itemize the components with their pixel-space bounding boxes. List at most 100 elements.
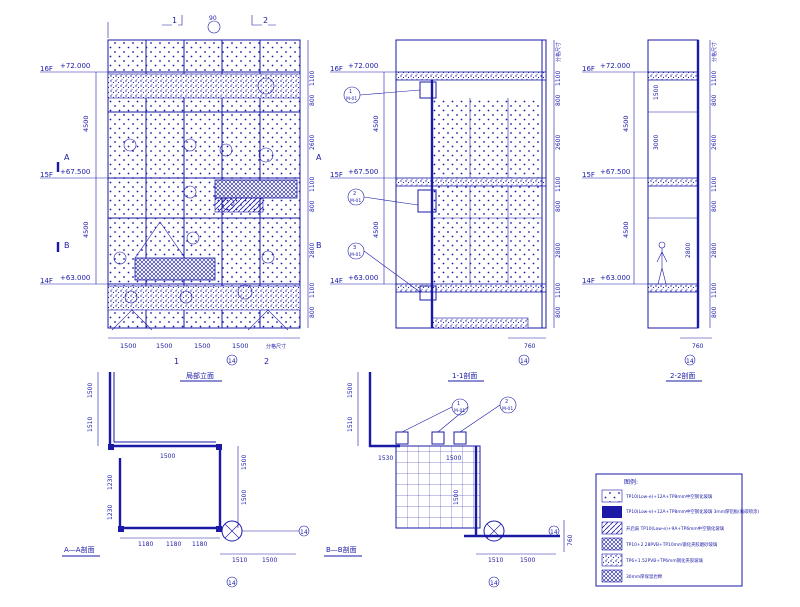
legend-swatch-insulation	[601, 569, 623, 583]
svg-text:1500: 1500	[520, 557, 535, 564]
svg-text:14F: 14F	[582, 277, 595, 285]
svg-text:14: 14	[228, 580, 236, 587]
plan-b-b-view: 1 M-01 2 M-01 1500 1510 1530 1500 1500 1…	[324, 372, 574, 588]
spandrel-band-14f	[107, 285, 301, 311]
svg-text:1510: 1510	[232, 557, 247, 564]
svg-text:1230: 1230	[107, 505, 114, 520]
svg-text:1100: 1100	[711, 71, 718, 86]
level-15f: 15F	[40, 171, 53, 179]
legend-swatch-spandrel	[601, 553, 623, 567]
svg-text:14: 14	[300, 529, 308, 536]
svg-text:15F: 15F	[582, 171, 595, 179]
svg-text:M-01: M-01	[350, 252, 361, 258]
section-2-2-levels: 16F +72.000 15F +67.500 14F +63.000	[582, 62, 630, 285]
axis-label-1: 1	[172, 16, 177, 25]
svg-text:1500: 1500	[160, 453, 175, 460]
svg-text:M-01: M-01	[502, 406, 513, 412]
svg-text:14: 14	[686, 358, 694, 365]
plan-b-b-title: B—B剖面	[326, 545, 357, 554]
legend-item-1: TP10(Low-e)+12A+TP8mm中空钢化玻璃	[625, 493, 713, 500]
svg-text:1510: 1510	[347, 417, 354, 432]
plan-b-grid-floor	[395, 445, 481, 529]
svg-text:M-01: M-01	[346, 96, 357, 102]
legend-title: 图例:	[624, 478, 638, 486]
legend-item-6: 30mm厚保温岩棉	[626, 573, 663, 580]
elevation-right-dims: 1100 800 2600 1100 800 2800 1100 800	[309, 71, 316, 318]
svg-text:800: 800	[555, 200, 562, 212]
svg-text:14F: 14F	[330, 277, 343, 285]
laminated-panel-lower	[134, 257, 216, 281]
svg-text:14: 14	[550, 529, 558, 536]
svg-text:1500: 1500	[653, 85, 660, 100]
section-mark-b-left: B	[64, 241, 70, 250]
section-mark-a-right: A	[316, 153, 322, 162]
svg-text:4500: 4500	[372, 115, 380, 132]
legend-swatch-vent	[601, 521, 623, 535]
elevation-title: 局部立面	[186, 371, 214, 380]
svg-text:2: 2	[505, 399, 508, 405]
svg-text:800: 800	[555, 94, 562, 106]
svg-text:2: 2	[353, 191, 356, 197]
dim-left-lower: 4500	[82, 221, 90, 238]
slab-16f	[395, 71, 547, 81]
section-mark-a-left: A	[64, 153, 70, 162]
legend-swatch-laminated	[601, 537, 623, 551]
section-2-2-right-dims: 1100 800 2600 1100 800 2800 1100 800 分格尺…	[711, 42, 718, 318]
legend-item-3: 开启扇 TP10(Low-e)+9A+TP6mm中空钢化玻璃	[626, 525, 725, 532]
svg-text:800: 800	[711, 94, 718, 106]
level-14f: 14F	[40, 277, 53, 285]
elevation-callouts	[113, 77, 275, 304]
svg-text:+67.500: +67.500	[600, 168, 630, 176]
svg-text:+63.000: +63.000	[348, 274, 378, 282]
scale-figure-icon	[656, 241, 668, 285]
level-16f-elev: +72.000	[60, 62, 90, 70]
axis-north-icon	[207, 20, 221, 34]
svg-text:1100: 1100	[711, 177, 718, 192]
svg-text:+63.000: +63.000	[600, 274, 630, 282]
elevation-axis-bottom: 14	[228, 358, 236, 365]
svg-text:2800: 2800	[711, 243, 718, 258]
section-2-2-view: 16F +72.000 15F +67.500 14F +63.000 4500…	[582, 39, 718, 382]
svg-text:1: 1	[457, 401, 460, 407]
svg-text:分格尺寸: 分格尺寸	[555, 42, 562, 62]
svg-text:3: 3	[353, 245, 356, 251]
svg-text:1500: 1500	[241, 455, 248, 470]
section-2-2-title: 2-2剖面	[670, 371, 695, 380]
section-1-1-bottom-dim: 760	[524, 343, 536, 350]
legend-item-5: TP6+1.52PVB+TP6mm钢化夹胶玻璃	[625, 557, 704, 564]
level-16f: 16F	[40, 65, 53, 73]
svg-text:1510: 1510	[488, 557, 503, 564]
svg-text:2600: 2600	[555, 135, 562, 150]
svg-text:2800: 2800	[309, 243, 316, 258]
svg-text:800: 800	[309, 200, 316, 212]
elevation-bottom-dims: 1500 1500 1500 1500 分格尺寸	[120, 342, 286, 350]
svg-text:1530: 1530	[378, 455, 393, 462]
section-1-1-view: 1 M-01 2 M-01 3 M-01 16F +72.000 15F +67…	[330, 39, 562, 382]
plan-a-a-title: A—A剖面	[64, 545, 95, 554]
svg-text:1230: 1230	[107, 475, 114, 490]
level-14f-elev: +63.000	[60, 274, 90, 282]
svg-text:1500: 1500	[446, 455, 461, 462]
svg-text:1: 1	[174, 357, 179, 366]
svg-text:1500: 1500	[156, 342, 173, 350]
legend-item-2: TP10(Low-e)+12A+TP8mm中空钢化玻璃 3mm厚铝板(氟碳喷涂)	[625, 508, 759, 515]
svg-text:16F: 16F	[330, 65, 343, 73]
level-15f-elev: +67.500	[60, 168, 90, 176]
svg-text:1500: 1500	[262, 557, 277, 564]
svg-text:14: 14	[490, 580, 498, 587]
opening-swing	[134, 221, 186, 259]
legend-swatch-glass	[601, 489, 623, 503]
svg-text:1500: 1500	[347, 383, 354, 398]
svg-text:M-01: M-01	[350, 198, 361, 204]
section-1-1-title: 1-1剖面	[452, 371, 477, 380]
dim-left-upper: 4500	[82, 115, 90, 132]
svg-text:760: 760	[567, 534, 574, 546]
legend-swatch-panel	[602, 506, 622, 518]
svg-text:1100: 1100	[309, 177, 316, 192]
svg-text:2600: 2600	[309, 135, 316, 150]
slab-14f	[395, 283, 547, 293]
svg-text:1100: 1100	[555, 283, 562, 298]
axis-top-label: 90	[209, 15, 217, 22]
svg-text:16F: 16F	[582, 65, 595, 73]
section-mark-b-right: B	[316, 241, 322, 250]
